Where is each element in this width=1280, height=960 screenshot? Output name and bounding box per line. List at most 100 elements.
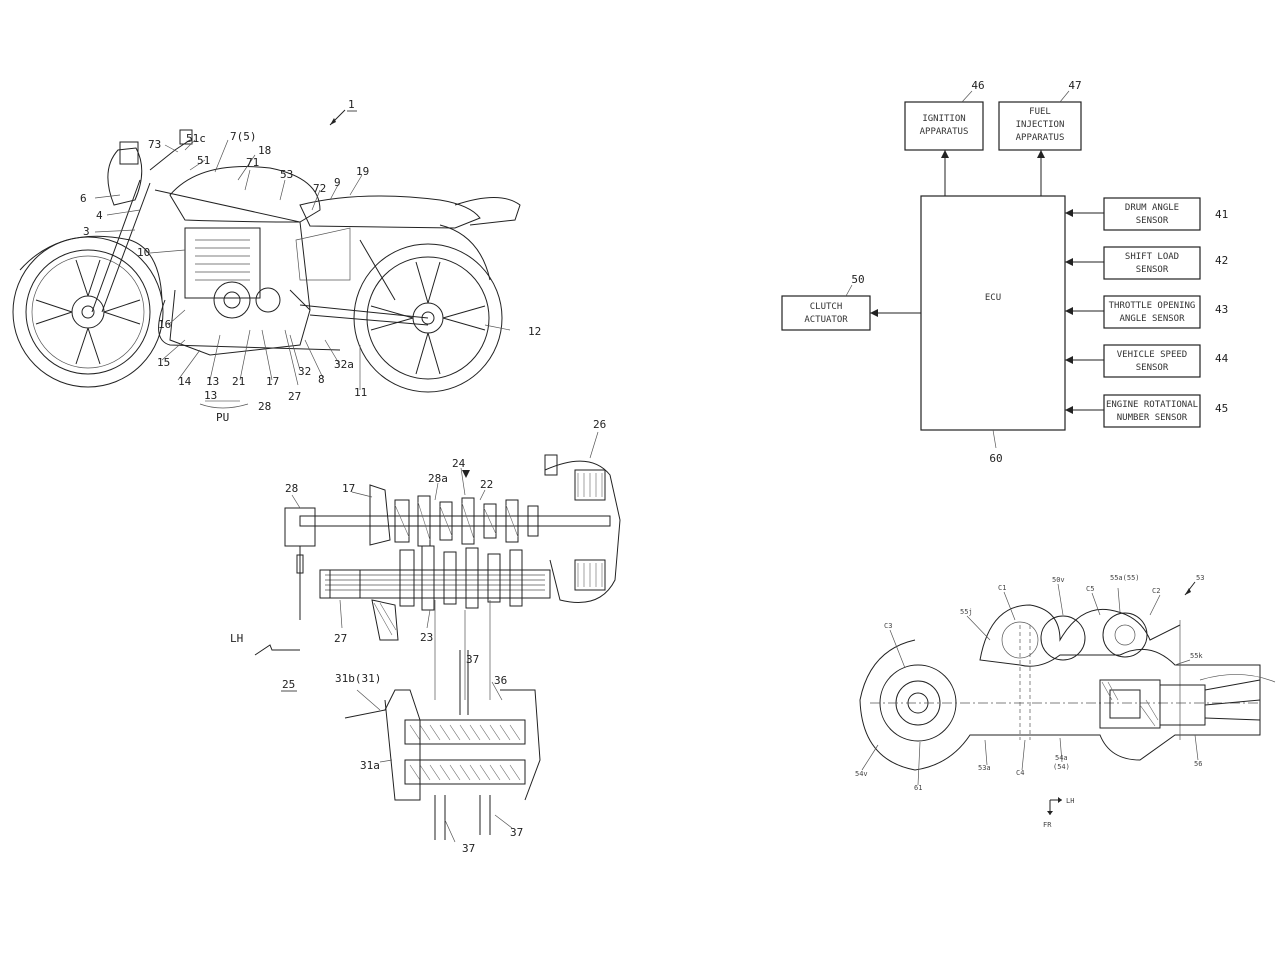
gear-cluster — [394, 495, 539, 611]
front-fork — [91, 129, 193, 313]
sensor-engine-rotational: ENGINE ROTATIONAL NUMBER SENSOR 45 — [1065, 394, 1228, 428]
svg-text:37: 37 — [510, 826, 523, 839]
svg-text:27: 27 — [334, 632, 347, 645]
ecu-block — [920, 195, 1066, 431]
svg-text:INJECTION: INJECTION — [1016, 120, 1065, 130]
svg-text:12: 12 — [528, 325, 541, 338]
svg-text:ENGINE ROTATIONAL: ENGINE ROTATIONAL — [1106, 400, 1198, 410]
svg-text:53: 53 — [1196, 574, 1204, 582]
svg-text:53a: 53a — [978, 764, 991, 772]
svg-text:22: 22 — [480, 478, 493, 491]
svg-text:55j: 55j — [960, 608, 973, 616]
ignition-ref: 46 — [971, 79, 984, 92]
svg-text:28: 28 — [258, 400, 271, 413]
svg-text:53: 53 — [280, 168, 293, 181]
svg-text:19: 19 — [356, 165, 369, 178]
svg-text:45: 45 — [1215, 402, 1228, 415]
svg-text:17: 17 — [342, 482, 355, 495]
svg-text:55k: 55k — [1190, 652, 1203, 660]
figure-ref: 1 — [348, 98, 355, 111]
svg-text:28a: 28a — [428, 472, 448, 485]
motorcycle-labels: 1 51c 7(5) 18 73 51 71 53 72 9 19 6 4 3 … — [80, 98, 541, 424]
svg-text:56: 56 — [1194, 760, 1202, 768]
svg-text:NUMBER SENSOR: NUMBER SENSOR — [1117, 413, 1188, 423]
svg-text:C2: C2 — [1152, 587, 1160, 595]
svg-text:31b(31): 31b(31) — [335, 672, 381, 685]
svg-text:VEHICLE SPEED: VEHICLE SPEED — [1117, 350, 1187, 360]
svg-text:C1: C1 — [998, 584, 1006, 592]
svg-text:51: 51 — [197, 154, 210, 167]
svg-text:8: 8 — [318, 373, 325, 386]
svg-text:16: 16 — [158, 318, 171, 331]
svg-text:43: 43 — [1215, 303, 1228, 316]
svg-text:ANGLE SENSOR: ANGLE SENSOR — [1119, 314, 1185, 324]
shift-actuator — [284, 507, 316, 547]
svg-text:42: 42 — [1215, 254, 1228, 267]
svg-text:C4: C4 — [1016, 769, 1024, 777]
svg-text:18: 18 — [258, 144, 271, 157]
svg-text:DRUM ANGLE: DRUM ANGLE — [1125, 203, 1179, 213]
svg-text:9: 9 — [334, 176, 341, 189]
svg-text:31a: 31a — [360, 759, 380, 772]
svg-text:SENSOR: SENSOR — [1136, 216, 1169, 226]
svg-text:FR: FR — [1043, 821, 1052, 829]
svg-text:17: 17 — [266, 375, 279, 388]
svg-text:73: 73 — [148, 138, 161, 151]
svg-text:37: 37 — [462, 842, 475, 855]
engine-block — [158, 227, 341, 356]
svg-text:44: 44 — [1215, 352, 1229, 365]
svg-text:71: 71 — [246, 156, 259, 169]
sensor-throttle-opening: THROTTLE OPENING ANGLE SENSOR 43 — [1065, 295, 1228, 329]
svg-text:APPARATUS: APPARATUS — [920, 127, 969, 137]
ecu-label: ECU — [985, 293, 1001, 303]
sensor-shift-load: SHIFT LOAD SENSOR 42 — [1065, 246, 1228, 280]
svg-text:FUEL: FUEL — [1029, 107, 1051, 117]
counter-shaft — [319, 569, 551, 599]
svg-text:51c: 51c — [186, 132, 206, 145]
svg-text:10: 10 — [137, 246, 150, 259]
svg-text:(54): (54) — [1053, 763, 1070, 771]
svg-text:54v: 54v — [855, 770, 868, 778]
svg-text:26: 26 — [593, 418, 606, 431]
svg-text:13: 13 — [206, 375, 219, 388]
ecu-ref: 60 — [989, 452, 1002, 465]
svg-text:72: 72 — [313, 182, 326, 195]
transmission-section — [254, 431, 621, 843]
motorcycle-side-view — [12, 109, 521, 393]
main-shaft — [299, 515, 611, 527]
frame-swingarm — [154, 189, 429, 326]
svg-text:LH: LH — [230, 632, 243, 645]
svg-text:13: 13 — [204, 389, 217, 402]
svg-text:50v: 50v — [1052, 576, 1065, 584]
svg-text:21: 21 — [232, 375, 245, 388]
svg-text:THROTTLE OPENING: THROTTLE OPENING — [1109, 301, 1196, 311]
transmission-labels: 26 24 28a 22 28 17 27 23 LH 25 31b(31) 3… — [230, 418, 606, 855]
svg-text:36: 36 — [494, 674, 507, 687]
svg-text:IGNITION: IGNITION — [922, 114, 965, 124]
svg-text:15: 15 — [157, 356, 170, 369]
ignition-apparatus-block — [904, 101, 984, 151]
svg-text:11: 11 — [354, 386, 367, 399]
front-wheel — [12, 235, 164, 388]
shift-fork-assembly — [344, 650, 541, 840]
svg-text:PU: PU — [216, 411, 229, 424]
svg-text:SENSOR: SENSOR — [1136, 265, 1169, 275]
clutch-actuator-detail — [859, 581, 1276, 815]
svg-text:APPARATUS: APPARATUS — [1016, 133, 1065, 143]
svg-text:61: 61 — [914, 784, 922, 792]
fuel-injection-ref: 47 — [1068, 79, 1081, 92]
svg-text:CLUTCH: CLUTCH — [810, 302, 843, 312]
rear-wheel — [353, 243, 503, 393]
ecu-block-diagram: ECU 60 IGNITION APPARATUS 46 FUEL INJECT… — [781, 79, 1229, 465]
svg-text:41: 41 — [1215, 208, 1228, 221]
svg-text:SENSOR: SENSOR — [1136, 363, 1169, 373]
clutch-ref: 50 — [851, 273, 864, 286]
svg-text:C5: C5 — [1086, 585, 1094, 593]
clutch-pack — [544, 454, 621, 603]
svg-text:7(5): 7(5) — [230, 130, 257, 143]
svg-text:37: 37 — [466, 653, 479, 666]
svg-text:ACTUATOR: ACTUATOR — [804, 315, 848, 325]
svg-text:32a: 32a — [334, 358, 354, 371]
sensor-drum-angle: DRUM ANGLE SENSOR 41 — [1065, 197, 1228, 231]
svg-text:LH: LH — [1066, 797, 1074, 805]
